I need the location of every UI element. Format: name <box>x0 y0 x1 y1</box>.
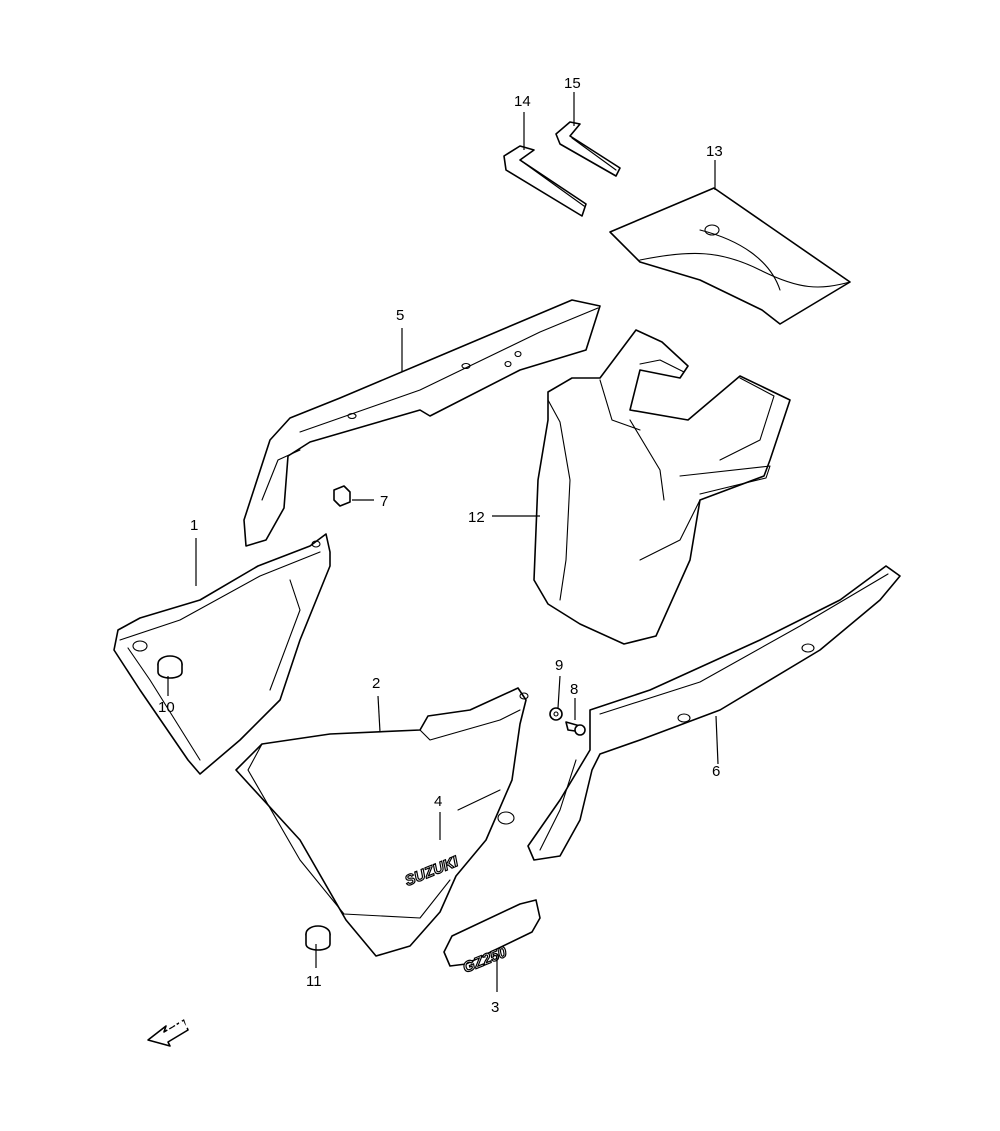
part-14-hex-wrench <box>503 145 587 217</box>
part-15-hex-wrench <box>555 121 621 177</box>
part-8-bolt <box>565 721 586 736</box>
callout-8: 8 <box>570 681 578 698</box>
callout-3: 3 <box>491 999 499 1016</box>
part-7-cushion <box>333 485 351 507</box>
callout-labels: 1 2 3 4 5 6 7 8 9 10 11 12 13 14 15 <box>158 75 723 1016</box>
leader-lines <box>167 92 719 992</box>
part-13-tool-bag <box>609 187 851 325</box>
callout-9: 9 <box>555 657 563 674</box>
callout-15: 15 <box>564 75 581 92</box>
callout-12: 12 <box>468 509 485 526</box>
part-6-frame-cover <box>527 565 901 861</box>
callout-11: 11 <box>306 973 322 990</box>
part-1-left-frame-cover <box>113 533 331 775</box>
callout-4: 4 <box>434 793 442 810</box>
callout-1: 1 <box>190 517 198 534</box>
fwd-label: FWD <box>164 1009 202 1041</box>
part-12-case <box>533 329 791 645</box>
callout-7: 7 <box>380 493 388 510</box>
part-5-frame-cover <box>243 299 601 547</box>
part-11-grommet <box>305 925 331 951</box>
fwd-arrow-icon: FWD <box>147 1009 202 1047</box>
callout-2: 2 <box>372 675 380 692</box>
callout-6: 6 <box>712 763 720 780</box>
part-9-washer <box>549 707 563 721</box>
callout-10: 10 <box>158 699 175 716</box>
callout-14: 14 <box>514 93 531 110</box>
callout-5: 5 <box>396 307 404 324</box>
part-2-side-cover <box>235 687 529 957</box>
part-10-grommet <box>157 655 183 679</box>
callout-13: 13 <box>706 143 723 160</box>
part-3-model-emblem: GZ250 <box>443 899 541 977</box>
